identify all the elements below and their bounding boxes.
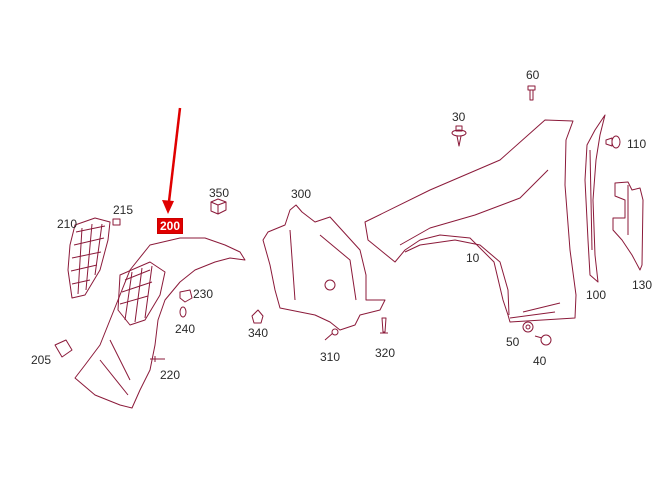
label-350[interactable]: 350 [209,186,230,200]
label-40[interactable]: 40 [533,354,547,368]
label-130[interactable]: 130 [632,278,653,292]
label-50[interactable]: 50 [506,335,520,349]
label-200-highlighted[interactable]: 200 [157,218,184,234]
clip-part-215[interactable] [112,218,121,226]
block-part-350[interactable] [210,198,227,215]
label-240[interactable]: 240 [175,322,196,336]
bolt-part-40[interactable] [534,334,552,346]
label-110[interactable]: 110 [627,137,647,151]
liner-part-300[interactable] [262,204,386,331]
label-220[interactable]: 220 [160,368,181,382]
trim-part-100[interactable] [584,114,606,283]
nut-part-340[interactable] [251,309,264,324]
label-205[interactable]: 205 [31,353,52,367]
bolt-part-60[interactable] [527,85,536,101]
label-30[interactable]: 30 [452,110,466,124]
label-215[interactable]: 215 [113,203,134,217]
clip-part-30[interactable] [451,125,467,147]
label-10[interactable]: 10 [466,251,480,265]
grille-part-210[interactable] [67,217,111,299]
bracket-part-130[interactable] [612,181,644,271]
clip-part-205[interactable] [54,339,73,358]
label-310[interactable]: 310 [320,350,341,364]
pin-part-320[interactable] [380,317,388,334]
label-230[interactable]: 230 [193,287,214,301]
clip-part-230[interactable] [179,289,193,303]
liner-part-200[interactable] [74,237,246,409]
highlight-arrow [162,107,182,214]
pin-part-220[interactable] [150,356,165,362]
fender-part-10[interactable] [364,119,577,323]
label-60[interactable]: 60 [526,68,540,82]
nut-part-240[interactable] [179,306,187,318]
label-210[interactable]: 210 [57,217,78,231]
nut-part-50[interactable] [522,321,534,333]
label-320[interactable]: 320 [375,346,396,360]
screw-part-110[interactable] [605,135,621,149]
screw-part-310[interactable] [324,328,339,341]
label-300[interactable]: 300 [291,187,312,201]
label-340[interactable]: 340 [248,326,269,340]
label-100[interactable]: 100 [586,288,607,302]
